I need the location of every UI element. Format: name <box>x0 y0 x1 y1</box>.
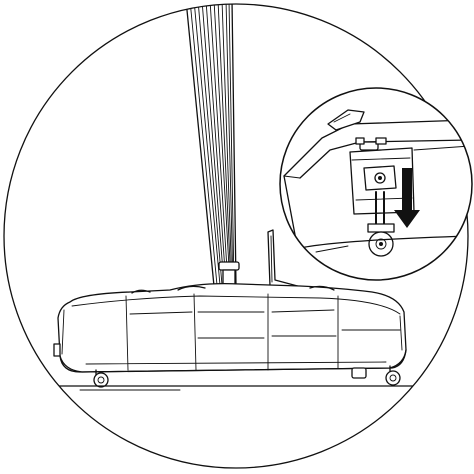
caster-wheel-left <box>93 369 109 388</box>
downward-arrow-icon <box>394 168 420 228</box>
outer-frame-circle <box>3 3 469 469</box>
weighted-base <box>53 282 407 373</box>
caster-foot-right <box>351 367 367 379</box>
inset-caster-wheel <box>367 223 395 257</box>
caster-wheel-right <box>385 365 401 386</box>
pole <box>185 4 237 287</box>
detail-inset <box>279 87 473 281</box>
pole-collar <box>213 261 245 287</box>
